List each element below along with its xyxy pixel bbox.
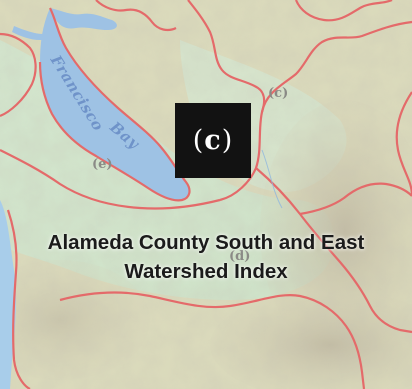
index-title-line1: Alameda County South and East xyxy=(47,231,365,254)
panel-badge-close: ) xyxy=(221,125,234,156)
bay-north-arm xyxy=(50,8,117,30)
panel-badge-open: ( xyxy=(192,125,205,156)
region-label-c: (c) xyxy=(268,86,289,101)
index-title-line2: Watershed Index xyxy=(124,260,288,283)
panel-badge: ( c ) xyxy=(175,103,251,178)
region-label-e: (e) xyxy=(92,157,113,172)
bay-inlet-west xyxy=(12,26,47,40)
panel-badge-letter: c xyxy=(204,125,222,156)
bay-water xyxy=(40,8,190,201)
index-title: Alameda County South and East Watershed … xyxy=(30,228,382,286)
ocean xyxy=(0,200,16,389)
region-label-d: (d) xyxy=(229,249,251,264)
river xyxy=(261,149,283,209)
